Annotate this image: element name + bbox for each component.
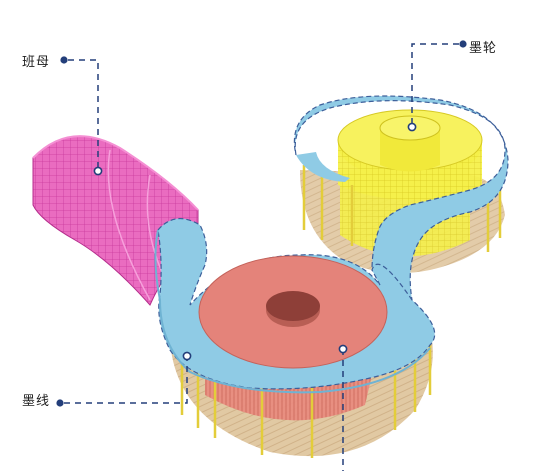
callout-dots	[56, 40, 467, 407]
upper-deck	[293, 95, 509, 302]
dot-moxian-end	[56, 399, 64, 407]
dot-banmu-end	[60, 56, 68, 64]
callout-label-banmu: 班母	[22, 55, 51, 70]
leader-moxian	[64, 356, 188, 404]
anchor-banmu	[93, 166, 103, 176]
callout-label-molun: 墨轮	[469, 41, 498, 56]
central-disc	[198, 255, 388, 369]
leader-molun	[411, 43, 459, 126]
anchor-molun	[407, 122, 417, 132]
callout-label-moxian: 墨线	[22, 394, 51, 409]
leader-banmu	[68, 59, 99, 170]
yellow-pavilion	[337, 109, 483, 257]
dot-molun-end	[459, 40, 467, 48]
callout-leaders	[64, 43, 459, 471]
anchor-central	[338, 344, 348, 354]
anchor-moxian	[182, 351, 192, 361]
